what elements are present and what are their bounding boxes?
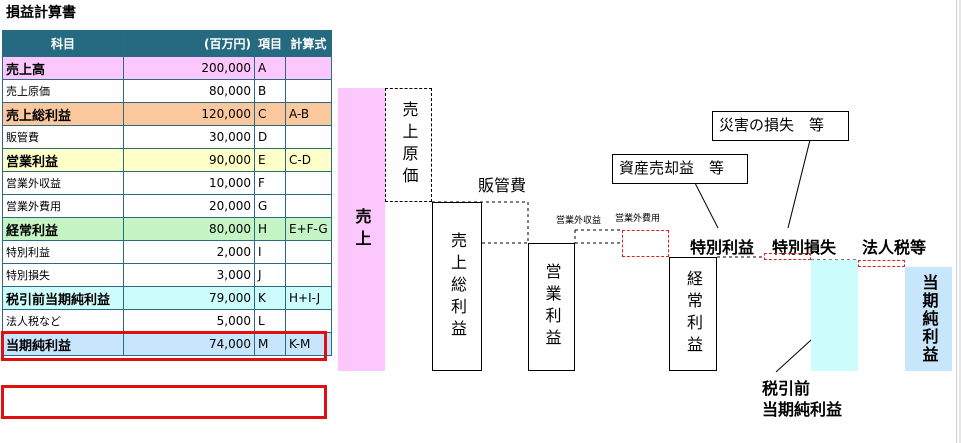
- asset-callout-pointer: [694, 182, 719, 229]
- sales-bar: 売上: [338, 88, 385, 371]
- right-border: [956, 0, 957, 443]
- corporate-tax-label: 法人税等: [862, 238, 927, 257]
- row-formula: K-M: [285, 332, 332, 356]
- row-amount: 79,000: [123, 286, 255, 310]
- row-label: 営業外費用: [2, 194, 124, 218]
- sga-label: 販管費: [478, 176, 527, 195]
- row-label: 売上高: [2, 56, 124, 80]
- row-item: G: [253, 194, 287, 218]
- row-item: B: [253, 79, 287, 103]
- row-formula: [285, 171, 332, 195]
- row-amount: 74,000: [123, 332, 255, 356]
- callout-asset-sale: 資産売却益 等: [612, 154, 748, 184]
- cogs-label: 売上原価: [399, 101, 419, 189]
- row-item: A: [253, 56, 287, 80]
- non-op-expense-label: 営業外費用: [615, 214, 661, 224]
- row-item: C: [253, 102, 287, 126]
- header-item: 項目: [253, 30, 287, 57]
- page-title: 損益計算書: [6, 5, 76, 21]
- row-label: 法人税など: [2, 309, 124, 333]
- row-formula: H+I-J: [285, 286, 332, 310]
- row-item: L: [253, 309, 287, 333]
- gross-profit-label: 売上総利益: [448, 231, 467, 342]
- header-amount: (百万円): [123, 30, 255, 57]
- row-amount: 3,000: [123, 263, 255, 287]
- row-item: F: [253, 171, 287, 195]
- row-amount: 200,000: [123, 56, 255, 80]
- row-label: 売上総利益: [2, 102, 124, 126]
- row-amount: 20,000: [123, 194, 255, 218]
- row-label: 経常利益: [2, 217, 124, 241]
- row-label: 特別損失: [2, 263, 124, 287]
- disaster-callout-pointer: [787, 139, 811, 229]
- ordinary-profit-label: 経常利益: [684, 270, 703, 358]
- row-formula: [285, 79, 332, 103]
- row-label: 営業外収益: [2, 171, 124, 195]
- row-item: M: [253, 332, 287, 356]
- gross-profit-box: 売上総利益: [432, 202, 482, 371]
- row-amount: 80,000: [123, 79, 255, 103]
- table-header-row: 科目 (百万円) 項目 計算式: [2, 30, 332, 57]
- sales-label: 売上: [352, 207, 372, 252]
- row-amount: 2,000: [123, 240, 255, 264]
- corporate-tax-box: [858, 260, 905, 267]
- operating-profit-box: 営業利益: [528, 243, 575, 371]
- right-border-shadow: [959, 0, 961, 443]
- non-op-income-label: 営業外収益: [556, 216, 602, 226]
- extraordinary-loss-label: 特別損失: [772, 238, 837, 257]
- row-formula: [285, 240, 332, 264]
- row-amount: 90,000: [123, 148, 255, 172]
- row-formula: [285, 125, 332, 149]
- row-amount: 80,000: [123, 217, 255, 241]
- row-amount: 10,000: [123, 171, 255, 195]
- row-item: D: [253, 125, 287, 149]
- operating-profit-label: 営業利益: [542, 263, 562, 351]
- extraordinary-loss-box: [764, 253, 811, 260]
- net-income-label: 当期純利益: [919, 274, 939, 364]
- row-item: J: [253, 263, 287, 287]
- net-income-bar: 当期純利益: [905, 267, 952, 371]
- ordinary-profit-box: 経常利益: [669, 257, 717, 371]
- pretax-label-line1: 税引前: [762, 379, 811, 398]
- row-item: E: [253, 148, 287, 172]
- row-formula: [285, 194, 332, 218]
- row-item: H: [253, 217, 287, 241]
- pretax-income-bar: [811, 260, 858, 371]
- row-item: K: [253, 286, 287, 310]
- row-formula: [285, 309, 332, 333]
- header-formula: 計算式: [285, 30, 332, 57]
- row-formula: E+F-G: [285, 217, 332, 241]
- row-label: 販管費: [2, 125, 124, 149]
- row-formula: A-B: [285, 102, 332, 126]
- pretax-label-line2: 当期純利益: [762, 400, 843, 419]
- row-amount: 5,000: [123, 309, 255, 333]
- row-label: 税引前当期純利益: [2, 286, 124, 310]
- non-op-expense-box: [622, 230, 669, 257]
- row-label: 特別利益: [2, 240, 124, 264]
- cogs-box: 売上原価: [385, 88, 432, 202]
- extraordinary-income-label: 特別利益: [690, 238, 755, 257]
- row-label: 当期純利益: [2, 332, 124, 356]
- row-item: I: [253, 240, 287, 264]
- callout-disaster-loss: 災害の損失 等: [712, 111, 849, 141]
- row-label: 売上原価: [2, 79, 124, 103]
- row-formula: [285, 56, 332, 80]
